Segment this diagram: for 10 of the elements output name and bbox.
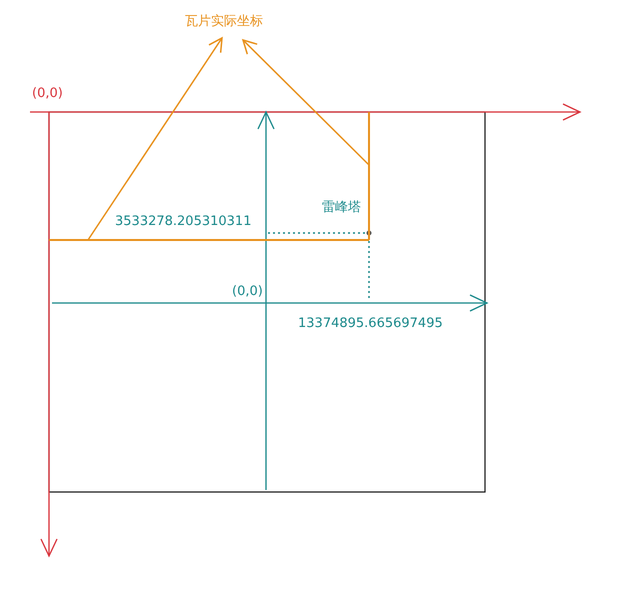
axis-title: 瓦片实际坐标: [185, 12, 263, 30]
point-label: 雷峰塔: [322, 199, 361, 216]
offset-line: [368, 112, 370, 240]
leader-line: [87, 37, 223, 240]
origin-label: (0,0): [32, 86, 63, 101]
leader-line: [242, 39, 370, 166]
origin-label: (0,0): [232, 284, 263, 299]
coordinate-value: 13374895.665697495: [298, 316, 443, 331]
coordinate-value: 3533278.205310311: [115, 214, 252, 229]
offset-line: [49, 239, 369, 241]
